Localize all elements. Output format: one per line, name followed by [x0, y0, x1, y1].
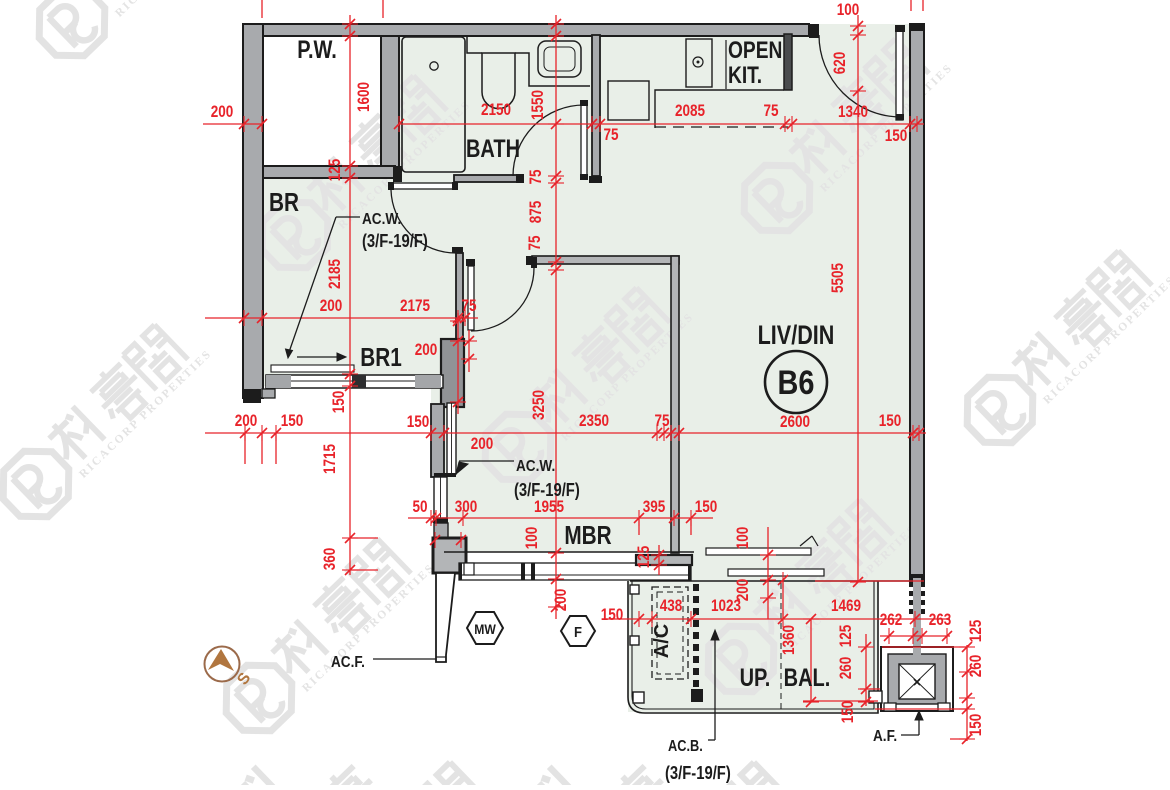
svg-text:620: 620	[831, 52, 850, 75]
svg-text:260: 260	[837, 657, 856, 680]
svg-text:2085: 2085	[675, 102, 705, 121]
svg-text:150: 150	[330, 391, 349, 414]
svg-text:75: 75	[526, 235, 545, 250]
svg-text:200: 200	[415, 341, 438, 360]
svg-text:150: 150	[407, 413, 430, 432]
svg-text:A/C: A/C	[651, 624, 673, 658]
svg-text:200: 200	[552, 589, 571, 612]
svg-text:125: 125	[326, 159, 345, 182]
svg-text:F: F	[574, 624, 582, 640]
svg-text:150: 150	[281, 412, 304, 431]
svg-text:MW: MW	[474, 621, 496, 637]
svg-text:BATH: BATH	[466, 135, 520, 163]
svg-text:2150: 2150	[481, 101, 511, 120]
svg-text:263: 263	[929, 611, 952, 630]
svg-text:75: 75	[654, 412, 669, 431]
svg-text:1360: 1360	[780, 625, 799, 655]
svg-text:200: 200	[211, 103, 234, 122]
svg-text:75: 75	[603, 126, 618, 145]
svg-text:438: 438	[660, 597, 683, 616]
svg-text:50: 50	[412, 498, 427, 517]
svg-text:2600: 2600	[780, 413, 810, 432]
svg-text:AC.B.: AC.B.	[668, 738, 703, 756]
svg-text:1715: 1715	[321, 444, 340, 474]
svg-text:B6: B6	[778, 363, 815, 402]
svg-text:150: 150	[695, 498, 718, 517]
svg-text:75: 75	[461, 297, 476, 316]
svg-text:2350: 2350	[579, 412, 609, 431]
svg-text:1023: 1023	[711, 597, 741, 616]
svg-text:150: 150	[839, 701, 858, 724]
svg-text:MBR: MBR	[564, 521, 611, 550]
svg-text:(3/F-19/F): (3/F-19/F)	[514, 479, 580, 500]
svg-text:360: 360	[321, 548, 340, 571]
svg-text:2185: 2185	[326, 259, 345, 289]
svg-text:125: 125	[635, 546, 654, 569]
svg-text:150: 150	[879, 412, 902, 431]
svg-text:150: 150	[601, 606, 624, 625]
svg-text:OPEN: OPEN	[728, 36, 782, 64]
svg-text:LIV/DIN: LIV/DIN	[758, 321, 835, 351]
svg-text:1469: 1469	[831, 597, 861, 616]
svg-text:BR: BR	[269, 188, 299, 217]
svg-text:1955: 1955	[534, 498, 564, 517]
svg-text:200: 200	[320, 297, 343, 316]
svg-text:100: 100	[523, 527, 542, 550]
svg-text:(3/F-19/F): (3/F-19/F)	[665, 762, 731, 783]
svg-text:875: 875	[527, 201, 546, 224]
svg-text:AC.W.: AC.W.	[362, 211, 401, 228]
svg-text:(3/F-19/F): (3/F-19/F)	[362, 230, 428, 251]
svg-text:1600: 1600	[355, 82, 374, 112]
svg-text:BR1: BR1	[360, 343, 402, 372]
svg-text:A.F.: A.F.	[873, 728, 897, 745]
svg-text:200: 200	[734, 579, 753, 602]
svg-text:KIT.: KIT.	[728, 61, 762, 89]
svg-text:100: 100	[837, 1, 860, 20]
svg-text:100: 100	[734, 527, 753, 550]
svg-text:260: 260	[967, 655, 986, 678]
svg-text:BAL.: BAL.	[784, 664, 831, 692]
svg-text:5505: 5505	[829, 263, 848, 293]
svg-text:1550: 1550	[529, 90, 548, 120]
svg-text:125: 125	[837, 625, 856, 648]
svg-text:125: 125	[967, 620, 986, 643]
svg-text:3250: 3250	[530, 390, 549, 420]
svg-text:200: 200	[471, 435, 494, 454]
svg-text:150: 150	[885, 127, 908, 146]
svg-text:P.W.: P.W.	[297, 36, 337, 64]
svg-text:200: 200	[235, 412, 258, 431]
svg-text:AC.F.: AC.F.	[331, 654, 365, 671]
svg-text:300: 300	[455, 498, 478, 517]
svg-text:150: 150	[967, 714, 986, 737]
svg-text:2175: 2175	[400, 297, 430, 316]
svg-text:AC.W.: AC.W.	[516, 458, 555, 475]
svg-text:262: 262	[880, 611, 903, 630]
svg-text:75: 75	[763, 102, 778, 121]
svg-text:UP.: UP.	[740, 664, 771, 692]
svg-text:75: 75	[527, 169, 546, 184]
svg-text:395: 395	[643, 498, 666, 517]
svg-text:1340: 1340	[838, 103, 868, 122]
